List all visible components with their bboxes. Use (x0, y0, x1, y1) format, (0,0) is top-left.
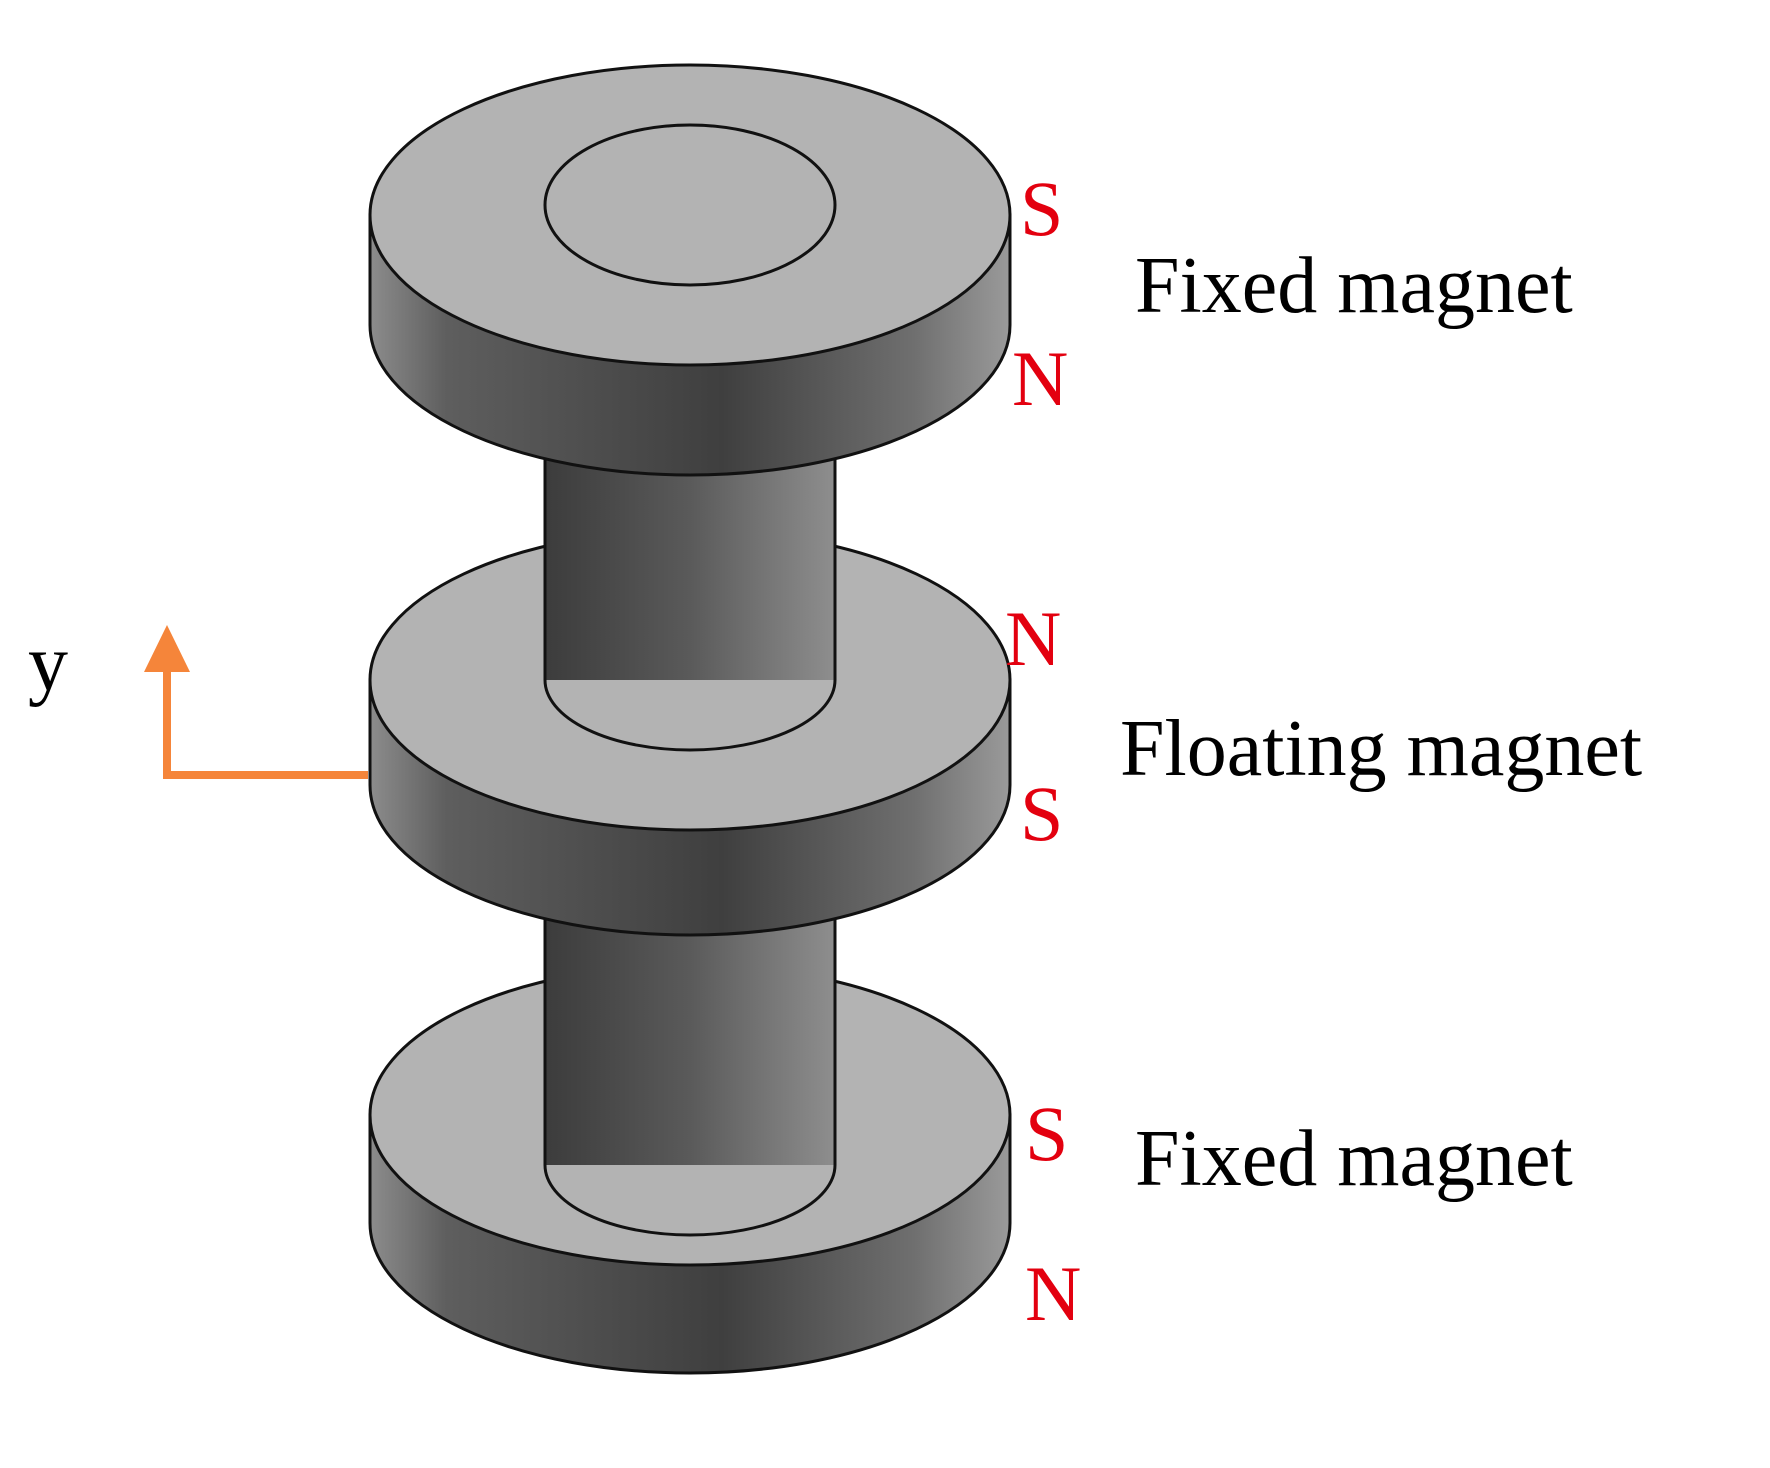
y-axis-label: y (28, 620, 68, 708)
pole-label-middle-upper: N (1005, 595, 1061, 682)
pole-label-bottom-lower: N (1025, 1250, 1081, 1337)
lower-rod-bottom-edge (543, 1164, 837, 1237)
top-magnet-inner-ring (543, 123, 837, 287)
pole-label-top-lower: N (1012, 335, 1068, 422)
label-bottom-fixed-magnet: Fixed magnet (1135, 1115, 1573, 1203)
top-fixed-magnet (368, 63, 1012, 477)
y-axis-arrowhead (144, 625, 190, 672)
pole-label-top-upper: S (1020, 165, 1063, 252)
y-axis-arrow-line (163, 665, 368, 779)
label-top-fixed-magnet: Fixed magnet (1135, 242, 1573, 330)
pole-label-bottom-upper: S (1025, 1090, 1068, 1177)
label-floating-magnet: Floating magnet (1120, 705, 1642, 793)
pole-label-middle-lower: S (1020, 770, 1063, 857)
y-axis: y (28, 620, 368, 779)
upper-rod-bottom-edge (543, 679, 837, 752)
